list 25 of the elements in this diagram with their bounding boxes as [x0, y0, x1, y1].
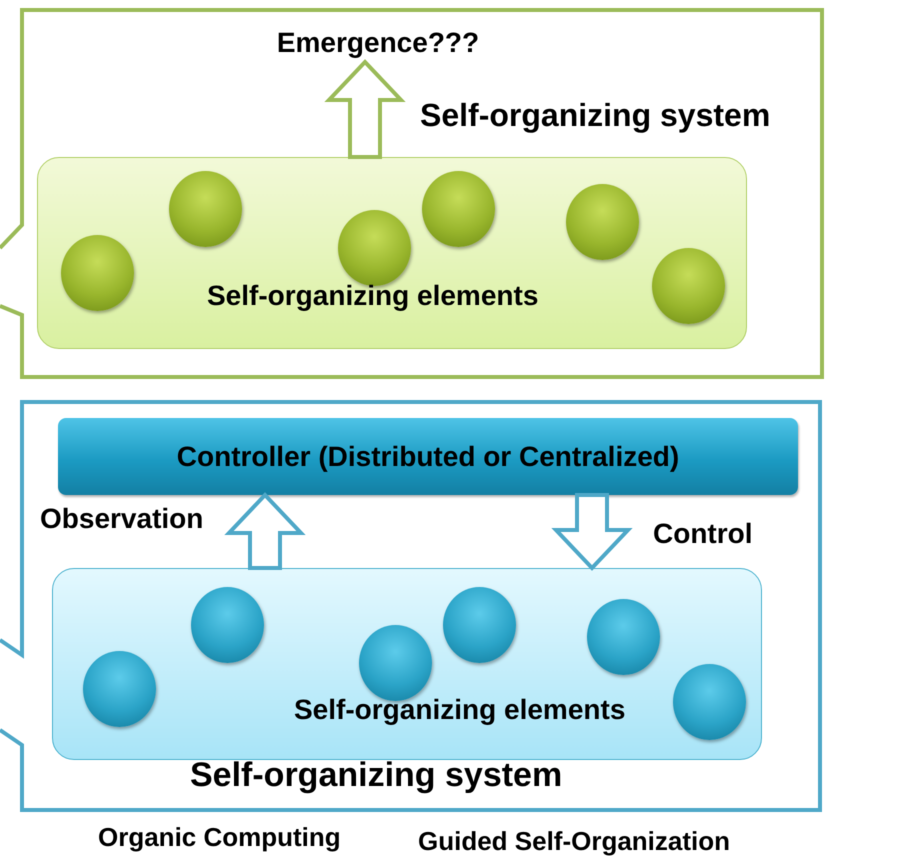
- element-circle: [566, 184, 639, 260]
- block-arrow: [224, 492, 306, 570]
- system-frame: [0, 400, 824, 813]
- system-frame: [0, 8, 826, 380]
- element-circle: [61, 235, 134, 311]
- element-circle: [652, 248, 725, 324]
- panel-label: Self-organizing elements: [207, 280, 538, 312]
- element-circle: [191, 587, 264, 663]
- system-heading: Self-organizing system: [420, 97, 770, 134]
- element-circle: [422, 171, 495, 247]
- element-circle: [169, 171, 242, 247]
- elements-panel: [52, 568, 762, 760]
- controller-bar: [58, 418, 798, 495]
- element-circle: [673, 664, 746, 740]
- panel-label: Self-organizing elements: [294, 694, 626, 726]
- elements-panel: [37, 157, 747, 349]
- element-circle: [83, 651, 156, 727]
- element-circle: [443, 587, 516, 663]
- emergence-label: Emergence???: [248, 24, 508, 62]
- system-heading: Self-organizing system: [190, 756, 562, 795]
- element-circle: [338, 210, 411, 286]
- block-arrow: [324, 59, 406, 159]
- block-arrow: [551, 493, 633, 571]
- controller-label: Controller (Distributed or Centralized): [176, 440, 680, 472]
- element-circle: [587, 599, 660, 675]
